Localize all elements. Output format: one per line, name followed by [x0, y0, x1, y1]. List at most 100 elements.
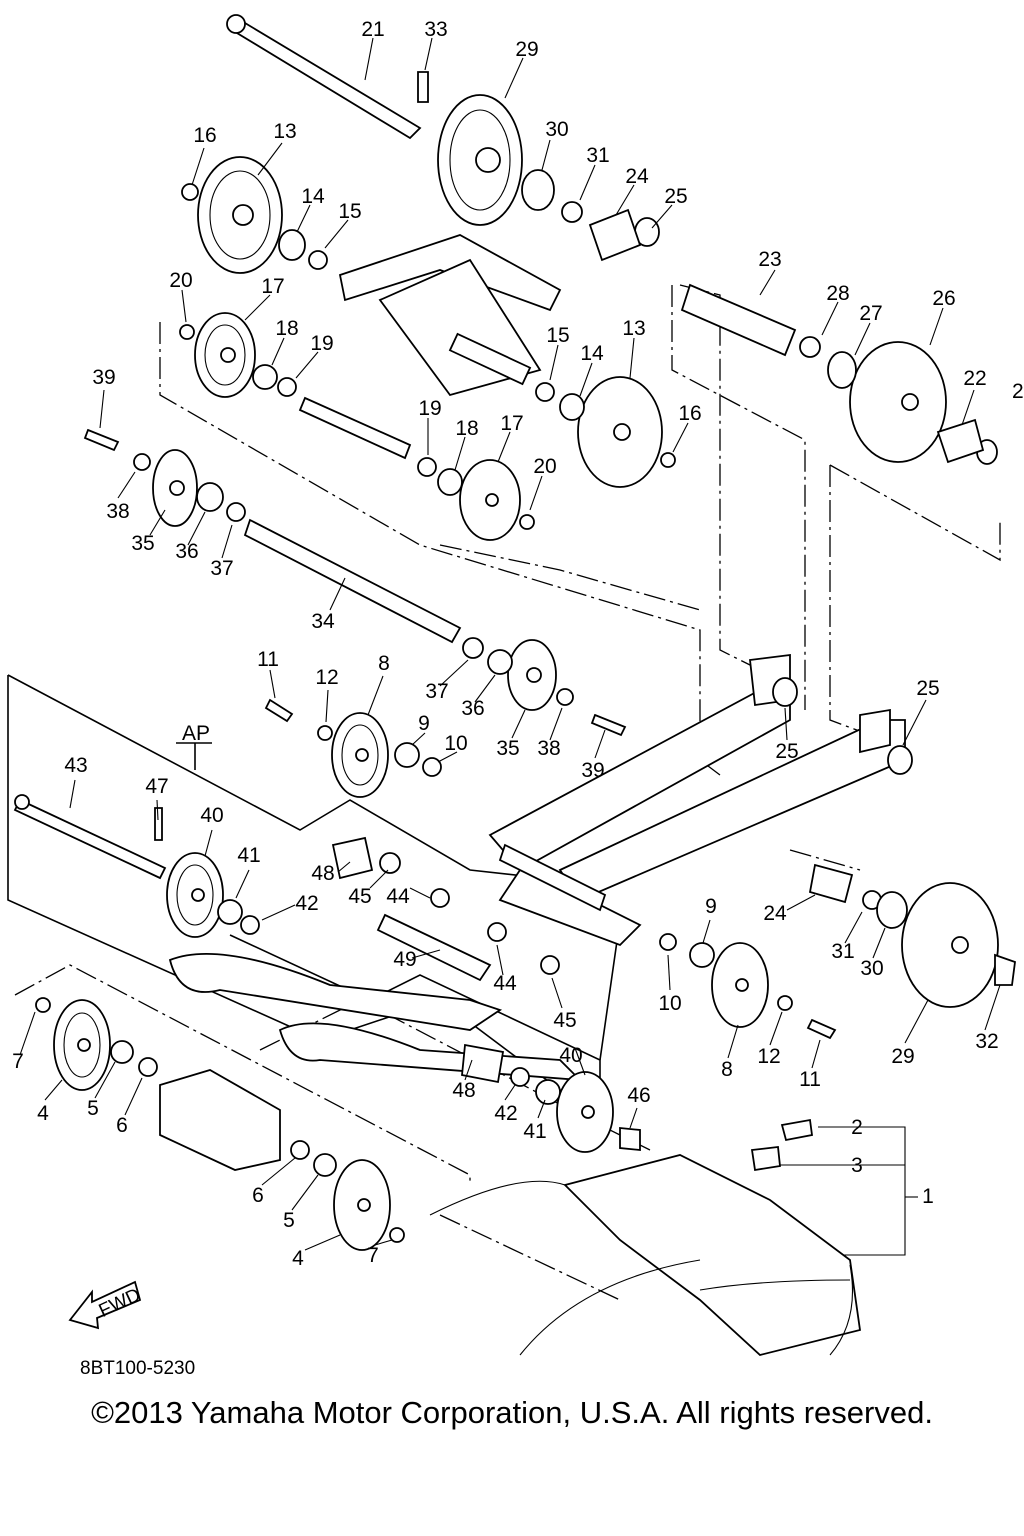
label-8-right: 8: [721, 1058, 733, 1081]
label-30-right: 30: [860, 957, 883, 980]
label-10-right: 10: [658, 992, 681, 1015]
label-47: 47: [145, 775, 168, 798]
label-6-left: 6: [116, 1114, 128, 1137]
wheel-40-left: [166, 852, 224, 938]
label-10-left: 10: [444, 732, 467, 755]
shaft-49: [376, 913, 492, 982]
label-23: 23: [758, 248, 781, 271]
label-35-upper: 35: [131, 532, 154, 555]
label-5-left: 5: [87, 1097, 99, 1120]
label-21: 21: [361, 18, 384, 41]
label-41-left: 41: [237, 844, 260, 867]
label-25-edge: 25: [1012, 380, 1024, 403]
label-4-left: 4: [37, 1102, 49, 1125]
wheel-29-right: [901, 882, 999, 1008]
label-37-upper: 37: [210, 557, 233, 580]
label-20-right: 20: [533, 455, 556, 478]
label-40-right: 40: [559, 1044, 582, 1067]
wheel-29-top: [437, 94, 523, 226]
label-14-left: 14: [301, 185, 325, 208]
label-25-right: 25: [916, 677, 939, 700]
leader-lines: [19, 37, 1001, 1251]
label-27: 27: [859, 302, 882, 325]
label-9-left: 9: [418, 712, 430, 735]
label-44-lower: 44: [493, 972, 517, 995]
label-36-lower: 36: [461, 697, 484, 720]
label-12-right: 12: [757, 1045, 780, 1068]
shaft-23: [680, 283, 797, 357]
label-29-right: 29: [891, 1045, 914, 1068]
label-ap: AP: [182, 722, 210, 745]
label-40-left: 40: [200, 804, 223, 827]
label-33: 33: [424, 18, 447, 41]
label-35-lower: 35: [496, 737, 519, 760]
shaft-43: [13, 794, 167, 880]
label-11-right: 11: [799, 1068, 821, 1091]
label-4-right: 4: [292, 1247, 304, 1270]
bolts: [83, 71, 1016, 1172]
label-49: 49: [393, 948, 416, 971]
wheel-35-lower: [507, 639, 557, 711]
wheel-13-right: [577, 376, 663, 488]
sleeves: [331, 208, 985, 1084]
wheel-4-right: [333, 1159, 391, 1251]
label-22: 22: [963, 367, 986, 390]
label-8-left: 8: [378, 652, 390, 675]
wheel-35-upper: [152, 449, 198, 527]
shaft-34: [243, 518, 462, 644]
copyright-notice: ©2013 Yamaha Motor Corporation, U.S.A. A…: [91, 1395, 933, 1430]
label-15-right: 15: [546, 324, 569, 347]
label-39-upper: 39: [92, 366, 115, 389]
label-48-upper: 48: [311, 862, 334, 885]
label-14-right: 14: [580, 342, 604, 365]
label-12-left: 12: [315, 666, 338, 689]
fwd-arrow-icon: FWD: [68, 1280, 144, 1330]
label-34: 34: [311, 610, 335, 633]
wheel-4-left: [53, 999, 111, 1091]
label-11-left: 11: [257, 648, 279, 671]
label-36-upper: 36: [175, 540, 198, 563]
wheel-8-left: [331, 712, 389, 798]
label-25-top: 25: [664, 185, 687, 208]
label-41-right: 41: [523, 1120, 546, 1143]
clips: [35, 183, 882, 1243]
label-30-top: 30: [545, 118, 568, 141]
label-13-left: 13: [273, 120, 296, 143]
label-17-left: 17: [261, 275, 284, 298]
label-24-right: 24: [763, 902, 787, 925]
wheel-40-right: [556, 1071, 614, 1153]
label-7-left: 7: [12, 1050, 24, 1073]
label-9-right: 9: [705, 895, 717, 918]
label-19-right: 19: [418, 397, 441, 420]
shafts: [13, 14, 797, 982]
wheel-8-right: [711, 942, 769, 1028]
label-19-left: 19: [310, 332, 333, 355]
wheel-17-right: [459, 459, 521, 541]
label-3: 3: [851, 1154, 863, 1177]
label-31-right: 31: [831, 940, 854, 963]
label-2: 2: [851, 1116, 863, 1139]
label-20-left: 20: [169, 269, 192, 292]
shaft-21: [226, 14, 422, 140]
label-18-left: 18: [275, 317, 298, 340]
wheels: [53, 94, 999, 1251]
track: [429, 1154, 862, 1356]
shaft-19-axle: [298, 396, 412, 460]
label-42-left: 42: [295, 892, 318, 915]
label-16-left: 16: [193, 124, 216, 147]
small-parts: [35, 71, 1016, 1243]
label-16-right: 16: [678, 402, 701, 425]
label-28: 28: [826, 282, 849, 305]
label-37-lower: 37: [425, 680, 448, 703]
reference-code: 8BT100-5230: [80, 1358, 195, 1379]
callout-labels: 21 33 29 16 13 30 31 24 25 14 15 23 20 1…: [12, 18, 1024, 1270]
label-15-left: 15: [338, 200, 361, 223]
label-31-top: 31: [586, 144, 609, 167]
label-13-right: 13: [622, 317, 645, 340]
wheel-13-left: [197, 156, 283, 274]
label-6-right: 6: [252, 1184, 264, 1207]
upper-arm-assembly: [338, 234, 562, 397]
label-32: 32: [975, 1030, 998, 1053]
label-1: 1: [922, 1185, 934, 1208]
label-44-upper: 44: [386, 885, 410, 908]
